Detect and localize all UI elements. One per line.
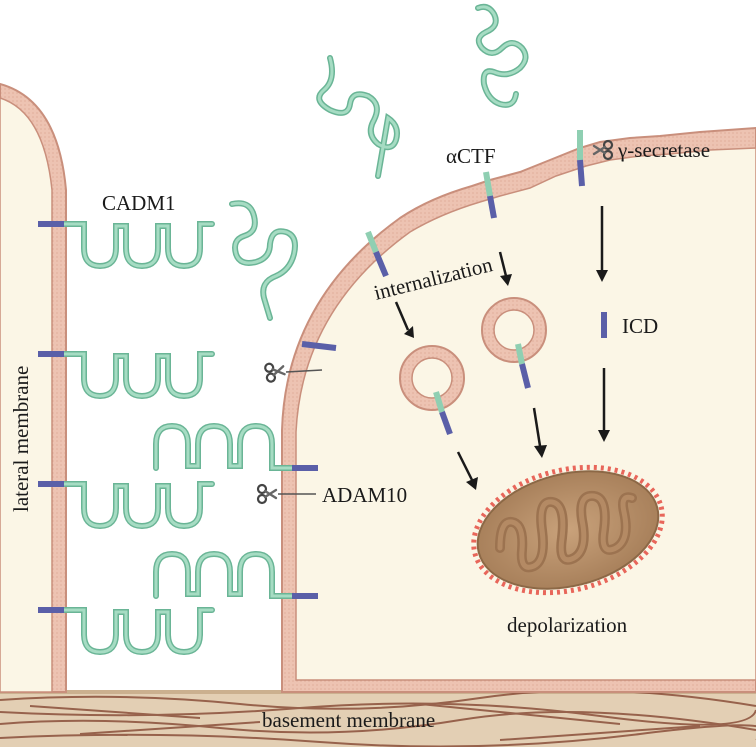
label-basement-membrane: basement membrane — [262, 708, 435, 732]
left-transmembrane-segments — [38, 221, 64, 613]
arrow — [598, 368, 610, 442]
label-cadm1: CADM1 — [102, 191, 176, 215]
right-transmembrane-segments — [292, 465, 318, 599]
scissors-icon — [263, 360, 287, 384]
right-cell — [281, 126, 756, 693]
arrow — [596, 206, 608, 282]
shed-ectodomain — [475, 3, 529, 108]
cadm1-protein — [57, 607, 215, 656]
cadm1-protein — [153, 422, 299, 471]
vesicle — [481, 297, 547, 389]
cadm1-left-proteins — [57, 221, 215, 656]
arrow — [456, 451, 478, 490]
cadm1-right-proteins — [153, 422, 299, 599]
cleavage-site-stub — [301, 341, 337, 351]
pathway-arrows — [394, 206, 610, 490]
label-lateral-membrane: lateral membrane — [9, 366, 33, 512]
endosome-vesicles — [399, 297, 547, 436]
label-depolarization: depolarization — [507, 613, 628, 637]
shed-ectodomains — [229, 3, 529, 321]
label-icd: ICD — [622, 314, 658, 338]
membrane-stubs — [301, 130, 585, 351]
scissors-pointer — [285, 369, 323, 373]
left-cell — [0, 82, 67, 693]
cadm1-protein — [57, 221, 215, 270]
label-actf: αCTF — [446, 144, 496, 168]
vesicle — [399, 345, 465, 436]
shed-ectodomain — [229, 200, 298, 321]
cadm1-protein — [153, 550, 299, 599]
shed-ectodomain — [316, 55, 400, 179]
gamma-secretase-stub — [577, 159, 585, 187]
arrow — [498, 251, 512, 286]
label-adam10: ADAM10 — [322, 483, 407, 507]
actf-stub — [487, 195, 497, 219]
cadm1-protein — [57, 351, 215, 400]
arrow — [532, 407, 547, 458]
internalizing-ctf — [373, 250, 389, 278]
arrow — [394, 301, 414, 338]
cadm1-protein — [57, 481, 215, 530]
label-gamma-secretase: γ-secretase — [617, 138, 710, 162]
mitochondrion — [471, 464, 665, 596]
scissors-icon — [256, 483, 278, 505]
